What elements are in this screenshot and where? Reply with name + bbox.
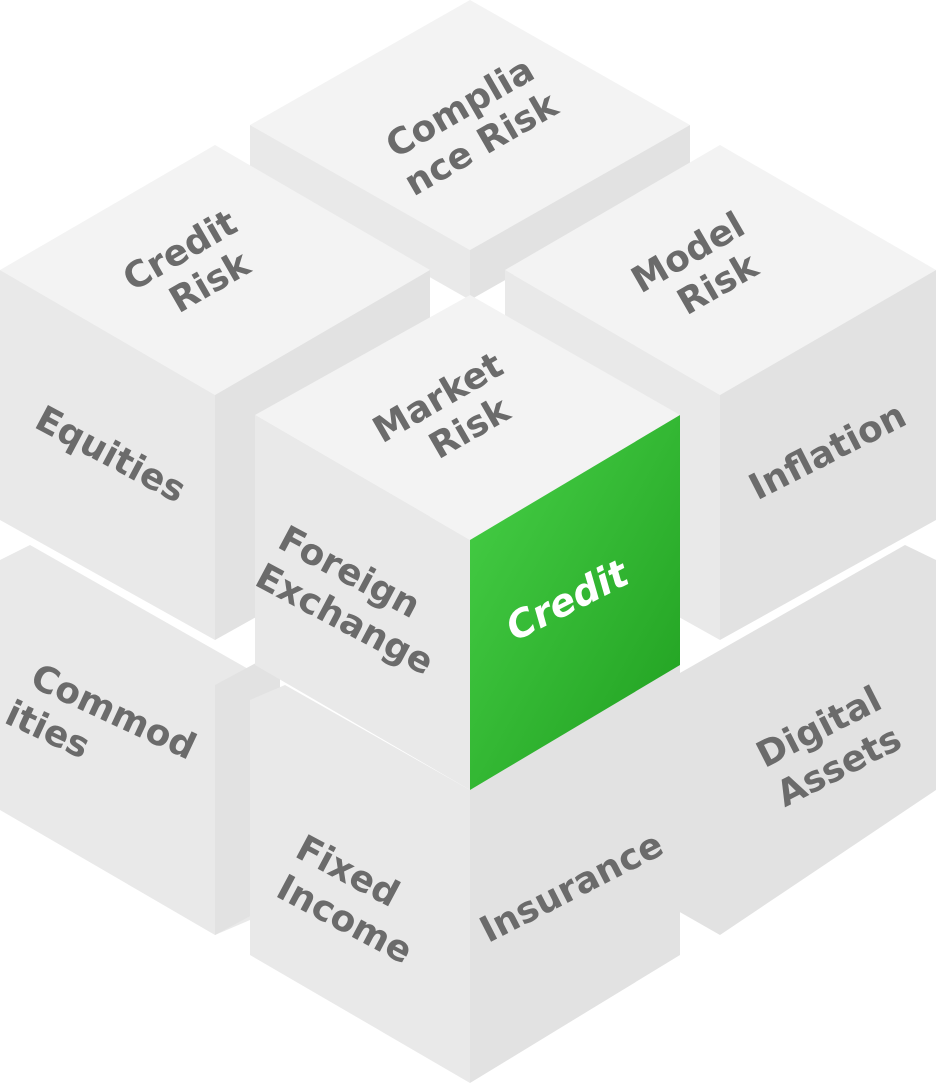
cube-bottom-right: Digital Assets bbox=[650, 545, 936, 935]
cube-bottom-front-left-face bbox=[250, 685, 470, 1083]
cube-credit-risk-left-face bbox=[0, 270, 215, 640]
credit-highlight-face bbox=[470, 415, 680, 790]
cube-market-risk-top-face bbox=[255, 295, 680, 540]
cube-bottom-left-left-face bbox=[0, 545, 250, 935]
cube-compliance: Complia nce Risk bbox=[250, 0, 690, 300]
cube-bottom-front: Fixed Income Insurance bbox=[250, 570, 680, 1083]
cube-market-risk-left-face bbox=[255, 415, 470, 790]
cube-model-risk-top-face bbox=[505, 145, 936, 395]
cube-market-risk: Market Risk Foreign Exchange Credit bbox=[249, 295, 680, 790]
cube-model-risk-right-face bbox=[720, 270, 936, 640]
cube-bottom-right-right-face bbox=[650, 545, 936, 935]
